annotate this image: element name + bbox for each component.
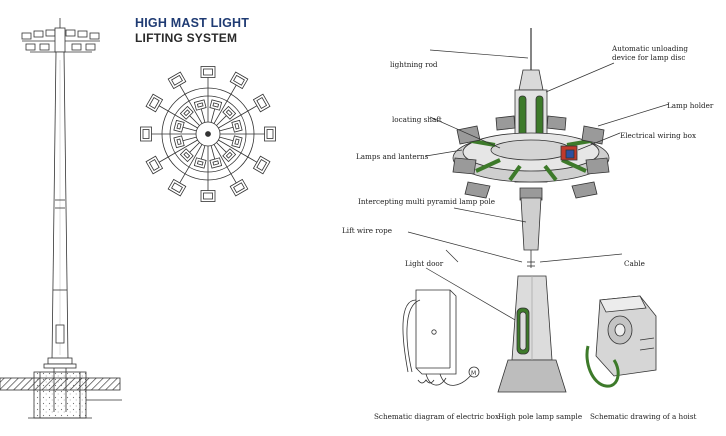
lamp-lens: [256, 159, 268, 171]
hoist-drawing: [585, 295, 657, 388]
label-lamp-holder: Lamp holder: [667, 101, 714, 110]
lamp-fixture: [145, 155, 164, 175]
label-pyramid-pole: Intercepting multi pyramid lamp pole: [358, 197, 495, 206]
caption-pole-sample: High pole lamp sample: [498, 412, 583, 421]
lamp-fixture: [231, 135, 243, 149]
diagram-subtitle: LIFTING SYSTEM: [135, 31, 238, 45]
lamp-lens: [196, 160, 204, 166]
lamp-lens: [233, 182, 245, 194]
caption-electric-box: Schematic diagram of electric box: [374, 412, 500, 421]
lamp-fixture: [167, 71, 187, 90]
lamp-ring-topview: [140, 66, 276, 202]
lamp-fixture: [179, 148, 194, 163]
lamp-lens: [203, 68, 213, 76]
lamp-fixture: [252, 93, 271, 113]
lamp-arm: [213, 80, 240, 124]
lamp-fixture: [209, 99, 223, 111]
lamp-fixture: [200, 190, 216, 202]
lamp-arm: [176, 80, 203, 124]
lamp-lens: [225, 109, 233, 117]
lamp-arm: [154, 139, 198, 166]
label-lift-wire-rope: Lift wire rope: [342, 226, 392, 235]
lamp-lens: [225, 151, 233, 159]
lamp-lens: [234, 138, 240, 146]
lamp-lens: [142, 129, 150, 139]
lamp-lens: [176, 138, 182, 146]
lamp-fixture: [193, 99, 207, 111]
lamp-arm: [218, 139, 262, 166]
lamp-fixture: [209, 157, 223, 169]
lamp-fixture: [179, 105, 194, 120]
lamp-lens: [212, 102, 220, 108]
label-locating-shaft: locating shaft: [392, 115, 442, 124]
leader-lines: [407, 49, 670, 325]
lamp-fixture: [222, 148, 237, 163]
lamp-fixture: [229, 71, 249, 90]
lamp-lens: [233, 74, 245, 86]
lamp-arm: [154, 102, 198, 129]
electric-box-drawing: M: [402, 289, 480, 386]
label-electrical-wiring-box: Electrical wiring box: [620, 131, 697, 140]
label-lightning-rod: lightning rod: [390, 60, 438, 69]
lamp-lens: [256, 97, 268, 109]
caption-hoist: Schematic drawing of a hoist: [590, 412, 697, 421]
label-light-door: Light door: [405, 259, 444, 268]
lamp-lens: [196, 102, 204, 108]
lamp-fixture: [231, 119, 243, 133]
lamp-lens: [203, 192, 213, 200]
lamp-lens: [266, 129, 274, 139]
lamp-fixture: [167, 178, 187, 197]
lamp-lens: [183, 151, 191, 159]
lamp-lens: [176, 122, 182, 130]
lamp-arm: [213, 144, 240, 188]
diagram-title: HIGH MAST LIGHT: [135, 16, 250, 30]
mast-elevation: [0, 18, 122, 419]
lamp-arm: [218, 102, 262, 129]
pole-sample-drawing: [497, 275, 567, 393]
label-automatic-unloading: Automatic unloading device for lamp disc: [612, 44, 688, 62]
lamp-fixture: [252, 155, 271, 175]
lamp-fixture: [145, 93, 164, 113]
lamp-lens: [183, 109, 191, 117]
lamp-fixture: [222, 105, 237, 120]
lamp-lens: [171, 74, 183, 86]
lamp-fixture: [200, 66, 216, 78]
lamp-fixture: [173, 119, 185, 133]
lamp-fixture: [229, 178, 249, 197]
lamp-lens: [212, 160, 220, 166]
svg-text:M: M: [471, 370, 476, 377]
lamp-fixture: [193, 157, 207, 169]
lamp-lens: [234, 122, 240, 130]
lamp-fixture: [173, 135, 185, 149]
lamp-arm: [176, 144, 203, 188]
lamp-lens: [148, 159, 160, 171]
mast-crown-lamps: [21, 18, 100, 53]
lamp-lens: [171, 182, 183, 194]
lamp-lens: [148, 97, 160, 109]
label-cable: Cable: [624, 259, 645, 268]
lamp-head-exploded: [452, 28, 610, 268]
label-lamps-and-lanterns: Lamps and lanterns: [356, 152, 429, 161]
